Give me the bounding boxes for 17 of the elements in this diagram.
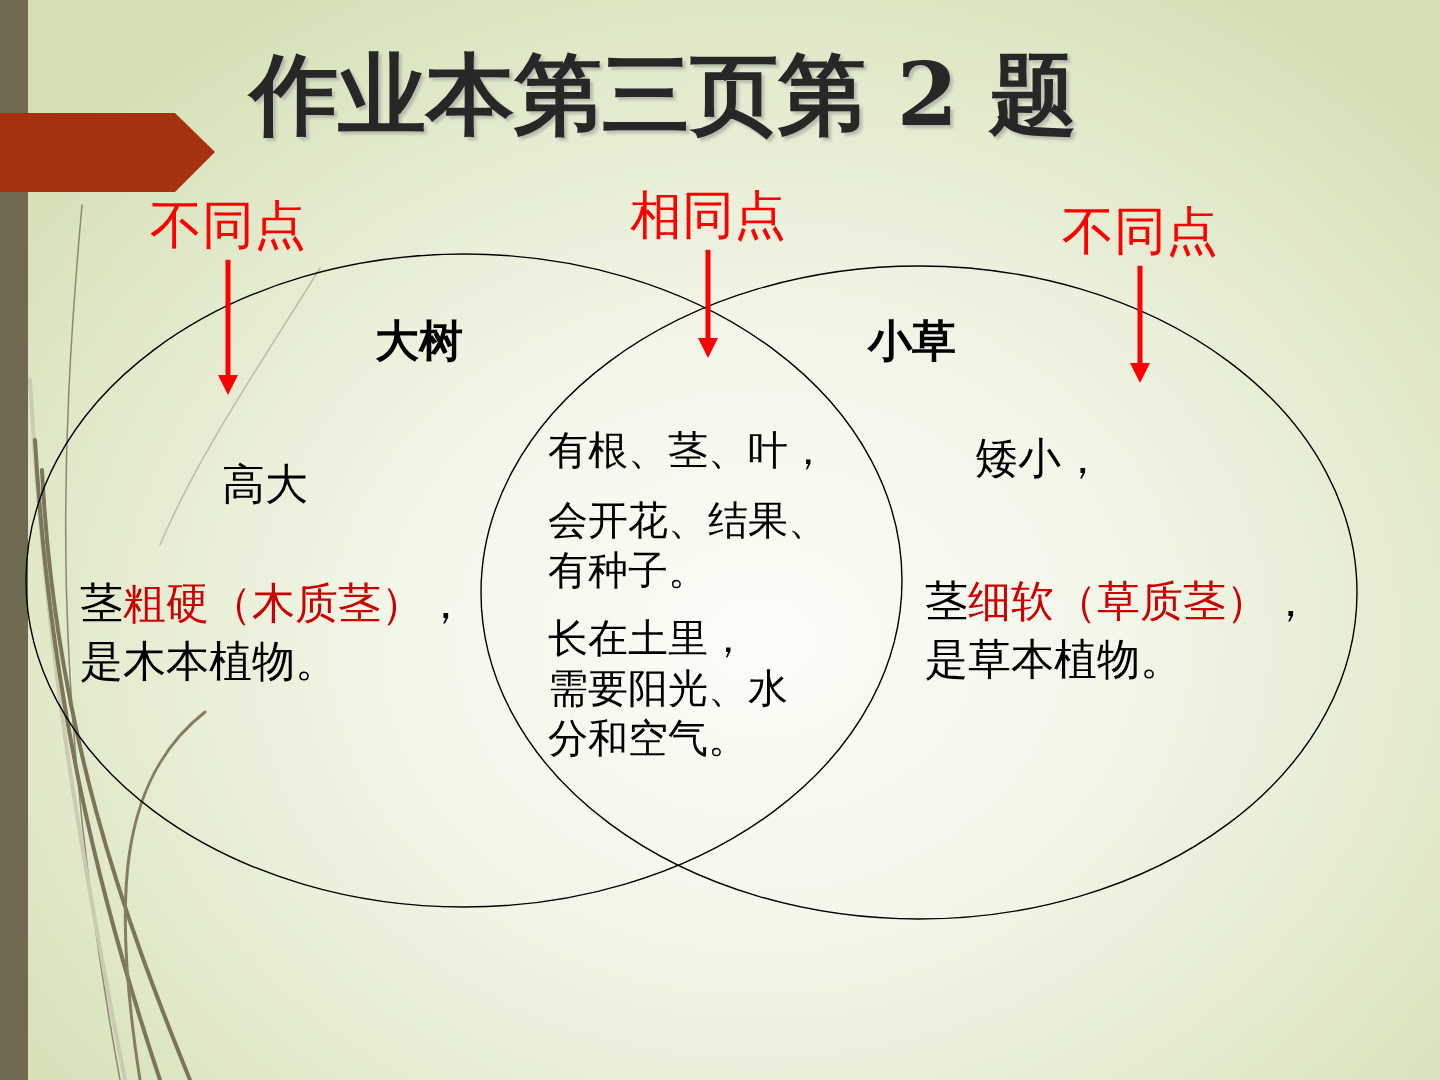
set-title: 大树 [375, 316, 463, 367]
trait-text: 矮小， [975, 434, 1104, 484]
shared-trait-text: 有根、茎、叶， [548, 426, 828, 475]
shared-trait-text: 需要阳光、水分和空气。 [548, 664, 789, 763]
arrow [218, 259, 238, 395]
category-label: 不同点 [150, 196, 306, 256]
venn-ellipse [480, 265, 1358, 920]
category-label: 不同点 [1062, 202, 1218, 262]
arrow [698, 249, 718, 358]
description-text: 茎粗硬（木质茎），是木本植物。 [80, 577, 468, 688]
set-title: 小草 [868, 316, 956, 367]
trait-text: 高大 [222, 460, 308, 510]
shared-trait-text: 长在土里， [548, 614, 748, 663]
category-label: 相同点 [630, 186, 786, 246]
arrow [1130, 265, 1150, 383]
shared-trait-text: 会开花、结果、有种子。 [548, 496, 829, 595]
description-text: 茎细软（草质茎），是草本植物。 [925, 575, 1313, 686]
